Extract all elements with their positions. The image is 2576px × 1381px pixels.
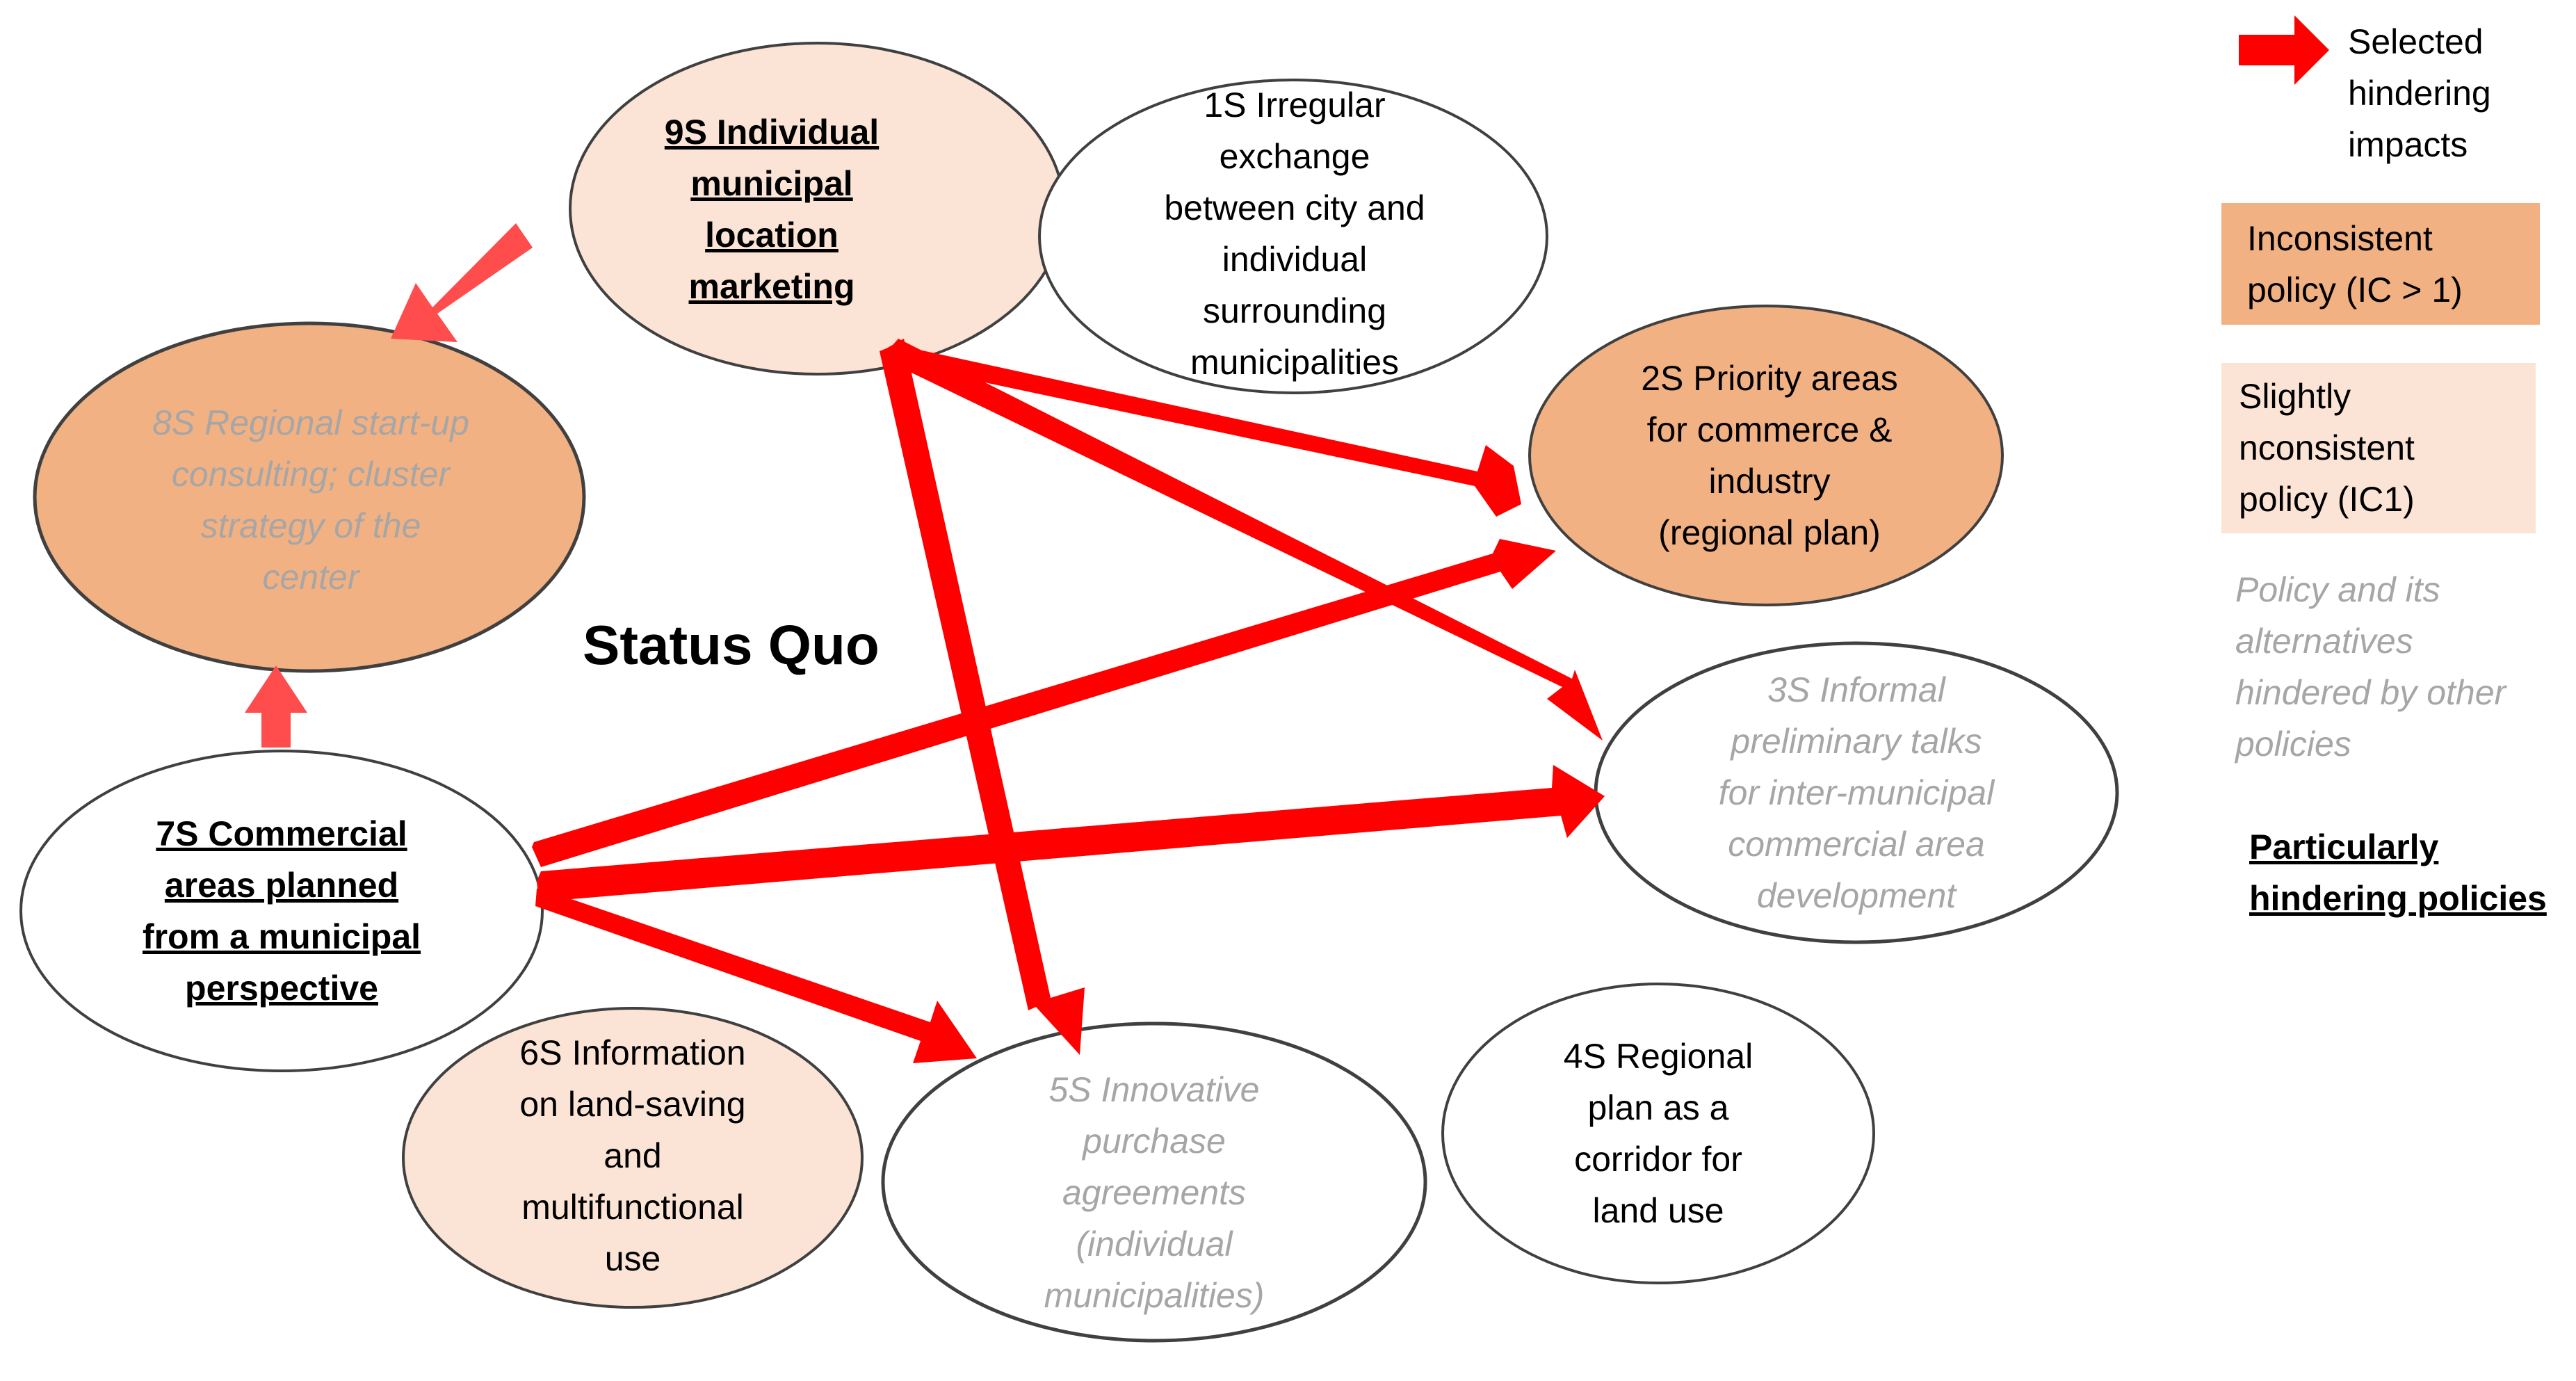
text-line: (individual — [1076, 1225, 1233, 1263]
text-line: nconsistent — [2239, 428, 2415, 467]
text-line: 3S Informal — [1767, 670, 1947, 709]
text-line: 4S Regional — [1564, 1037, 1753, 1076]
text-line: consulting; cluster — [172, 455, 452, 494]
arrow-9s-to-5s — [880, 339, 1085, 1055]
arrow-7s-to-3s — [537, 765, 1605, 902]
text-line: multifunctional — [521, 1188, 744, 1227]
text-line: impacts — [2348, 125, 2468, 164]
node-5s-label: 5S Innovative purchase agreements (individu… — [1044, 1070, 1265, 1315]
nodes — [19, 42, 2119, 1343]
text-line: policies — [2234, 725, 2351, 764]
legend-particular-label: Particularly hindering policies — [2249, 827, 2547, 918]
text-line: individual — [1222, 240, 1367, 279]
text-line: land use — [1592, 1191, 1724, 1230]
text-line: (regional plan) — [1658, 513, 1881, 552]
status-quo-title: Status Quo — [583, 614, 880, 676]
arrow-7s-to-5s — [535, 889, 977, 1063]
text-line: surrounding — [1203, 291, 1386, 330]
node-9s-ellipse — [569, 42, 1065, 375]
text-line: for commerce & — [1647, 410, 1893, 449]
arrow-7s-to-8s — [245, 665, 307, 748]
node-6s-ellipse — [402, 1007, 864, 1309]
text-line: development — [1757, 876, 1957, 915]
text-line: preliminary talks — [1729, 722, 1982, 761]
legend-inconsistent-label: Inconsistent policy (IC > 1) — [2247, 219, 2463, 309]
text-line: Inconsistent — [2247, 219, 2433, 258]
text-line: location — [705, 216, 839, 255]
text-line: hindering policies — [2249, 879, 2547, 918]
text-line: municipal — [690, 164, 852, 203]
node-1s-ellipse — [1038, 79, 1548, 394]
node-5s-ellipse — [881, 1021, 1427, 1343]
text-line: policy (IC1) — [2239, 480, 2415, 519]
node-8s-ellipse — [33, 321, 586, 673]
node-2s-label: 2S Priority areas for commerce & industry (… — [1641, 359, 1898, 552]
node-2s-ellipse — [1528, 305, 2004, 606]
text-line: from a municipal — [143, 917, 421, 956]
text-line: for inter-municipal — [1719, 773, 1995, 812]
node-8s-label: 8S Regional start-up consulting; cluster s… — [152, 403, 469, 597]
text-line: strategy of the — [201, 506, 421, 545]
node-7s-label: 7S Commercial areas planned from a municip… — [143, 814, 421, 1008]
node-1s-label: 1S Irregular exchange between city and indi… — [1164, 86, 1425, 382]
arrow-9s-to-2s — [893, 344, 1521, 517]
text-line: between city and — [1164, 188, 1425, 227]
text-line: municipalities) — [1044, 1276, 1265, 1315]
legend: Selected hindering impacts Inconsistent pol… — [2221, 15, 2547, 918]
legend-inconsistent-swatch — [2221, 203, 2540, 325]
text-line: use — [605, 1239, 661, 1278]
text-line: 7S Commercial — [156, 814, 407, 853]
text-line: areas planned — [165, 866, 398, 905]
text-line: center — [263, 558, 361, 597]
text-line: municipalities — [1190, 343, 1399, 382]
legend-slight-label: Slightly nconsistent policy (IC1) — [2239, 377, 2415, 519]
legend-arrow-label: Selected hindering impacts — [2348, 22, 2491, 164]
text-line: and — [604, 1136, 661, 1175]
text-line: Slightly — [2239, 377, 2351, 416]
node-6s-label: 6S Information on land-saving and multifunc… — [519, 1033, 745, 1278]
text-line: hindered by other — [2235, 673, 2508, 712]
arrows — [245, 223, 1605, 1063]
legend-arrow-icon — [2239, 15, 2329, 85]
arrow-7s-to-2s — [532, 539, 1556, 867]
text-line: 2S Priority areas — [1641, 359, 1898, 398]
text-line: marketing — [689, 267, 855, 306]
text-line: Selected — [2348, 22, 2484, 61]
text-line: hindering — [2348, 74, 2491, 113]
node-4s-ellipse — [1441, 983, 1875, 1284]
text-line: industry — [1708, 462, 1830, 501]
text-line: purchase — [1081, 1122, 1226, 1161]
text-line: 1S Irregular — [1204, 86, 1385, 124]
text-line: corridor for — [1574, 1140, 1742, 1179]
text-line: Policy and its — [2235, 570, 2440, 609]
text-line: 6S Information — [519, 1033, 745, 1072]
legend-hindered-label: Policy and its alternatives hindered by ot… — [2234, 570, 2508, 764]
legend-slight-swatch — [2221, 363, 2536, 533]
text-line: plan as a — [1588, 1088, 1729, 1127]
node-4s-label: 4S Regional plan as a corridor for land use — [1564, 1037, 1753, 1230]
text-line: perspective — [185, 969, 378, 1008]
text-line: policy (IC > 1) — [2247, 270, 2463, 309]
node-7s-ellipse — [19, 750, 544, 1072]
text-line: exchange — [1220, 137, 1370, 176]
node-3s-label: 3S Informal preliminary talks for inter-mu… — [1719, 670, 1995, 915]
text-line: 8S Regional start-up — [152, 403, 469, 442]
text-line: commercial area — [1728, 825, 1985, 864]
arrow-9s-to-8s — [391, 223, 533, 342]
text-line: on land-saving — [519, 1085, 745, 1124]
arrow-9s-to-3s — [889, 339, 1603, 741]
text-line: 9S Individual — [665, 113, 879, 152]
node-9s-label: 9S Individual municipal location marketing — [665, 113, 879, 306]
text-line: agreements — [1062, 1173, 1246, 1212]
text-line: Particularly — [2249, 827, 2439, 866]
text-line: 5S Innovative — [1049, 1070, 1260, 1109]
text-line: alternatives — [2235, 622, 2413, 661]
